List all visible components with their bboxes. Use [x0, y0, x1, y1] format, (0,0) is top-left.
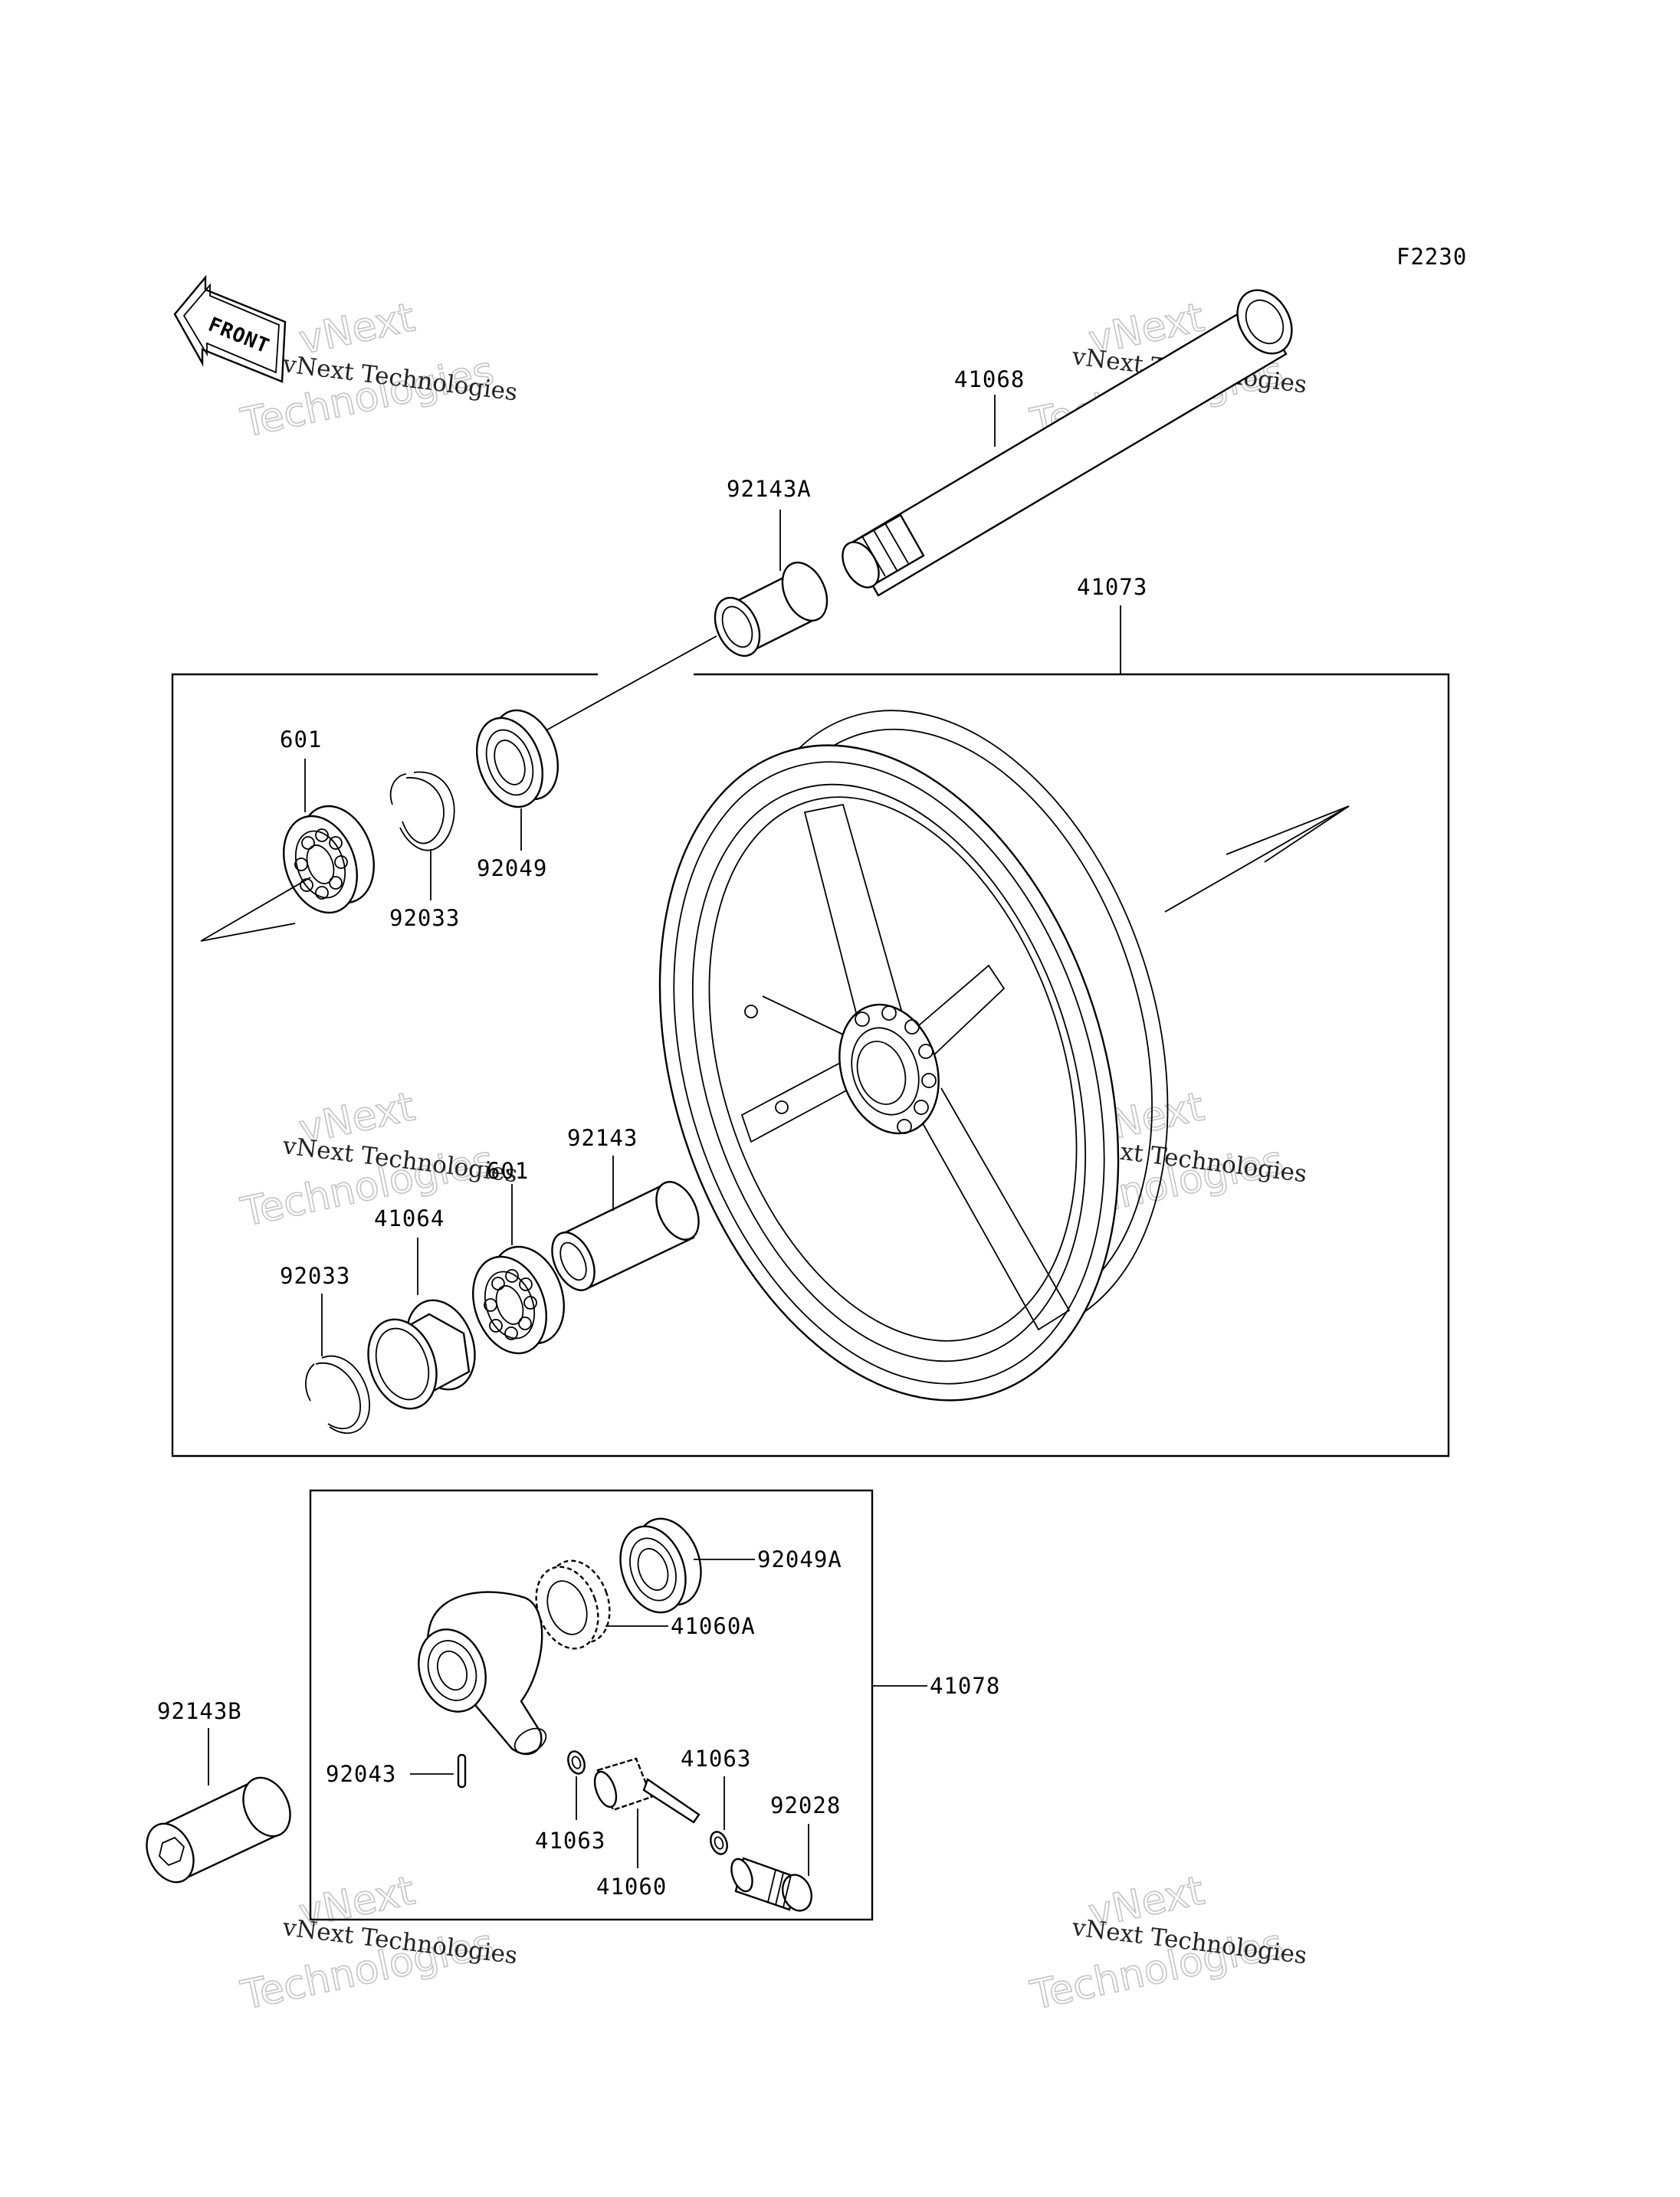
- watermark-bottom-left: vNext Technologies vNext Technologies: [236, 1867, 519, 2020]
- label-601-bottom: 601: [487, 1158, 529, 1184]
- oil-seal-92049A: [619, 1517, 702, 1614]
- center-line-right: [1164, 805, 1350, 913]
- gear-housing: [418, 1591, 547, 1756]
- label-41073: 41073: [1077, 574, 1147, 600]
- label-92143: 92143: [567, 1125, 638, 1151]
- label-92033-bottom: 92033: [280, 1263, 350, 1289]
- direction-marker-right: [1226, 805, 1350, 863]
- circlip-92033-top: [389, 771, 455, 851]
- wheel-assembly-box: [171, 673, 1450, 1458]
- washer-41063-right: [710, 1831, 728, 1855]
- watermark-bottom-right: vNext Technologies vNext Technologies: [1025, 1867, 1308, 2020]
- label-92028: 92028: [770, 1792, 841, 1818]
- pin-92043: [457, 1753, 467, 1789]
- axle-41068: [842, 289, 1293, 597]
- label-41063-right: 41063: [681, 1746, 751, 1772]
- front-arrow-icon: FRONT: [173, 274, 287, 383]
- label-92033-top: 92033: [389, 905, 460, 931]
- label-41068: 41068: [954, 366, 1025, 392]
- cover-41064: [367, 1299, 476, 1410]
- meter-gear-box: [309, 1489, 874, 1921]
- label-601-top: 601: [280, 726, 322, 753]
- collar-92143A: [714, 561, 829, 657]
- center-line-upper: [536, 635, 717, 736]
- gear-41060A: [535, 1559, 611, 1650]
- label-92043: 92043: [326, 1761, 396, 1787]
- bearing-601-top: [283, 805, 375, 914]
- label-92049A: 92049A: [757, 1546, 842, 1572]
- collar-92143B: [146, 1776, 291, 1884]
- label-41064: 41064: [374, 1205, 445, 1231]
- label-92143A: 92143A: [727, 476, 812, 502]
- bearing-601-bottom: [472, 1245, 565, 1355]
- label-41078: 41078: [930, 1673, 1000, 1699]
- collar-92143: [551, 1181, 700, 1291]
- washer-41063-left: [567, 1750, 586, 1775]
- label-41060A: 41060A: [671, 1613, 756, 1639]
- label-92143B: 92143B: [157, 1698, 242, 1724]
- oil-seal-92049: [475, 709, 559, 808]
- pinion-41060: [593, 1757, 701, 1824]
- direction-marker-left: [200, 877, 311, 942]
- circlip-92033-bottom: [305, 1355, 370, 1435]
- label-41063-left: 41063: [535, 1828, 605, 1854]
- wheel-41073: [658, 710, 1169, 1402]
- label-92049: 92049: [477, 855, 547, 881]
- figure-code: F2230: [1396, 244, 1467, 270]
- label-41060: 41060: [596, 1874, 667, 1900]
- bushing-92028: [730, 1857, 813, 1912]
